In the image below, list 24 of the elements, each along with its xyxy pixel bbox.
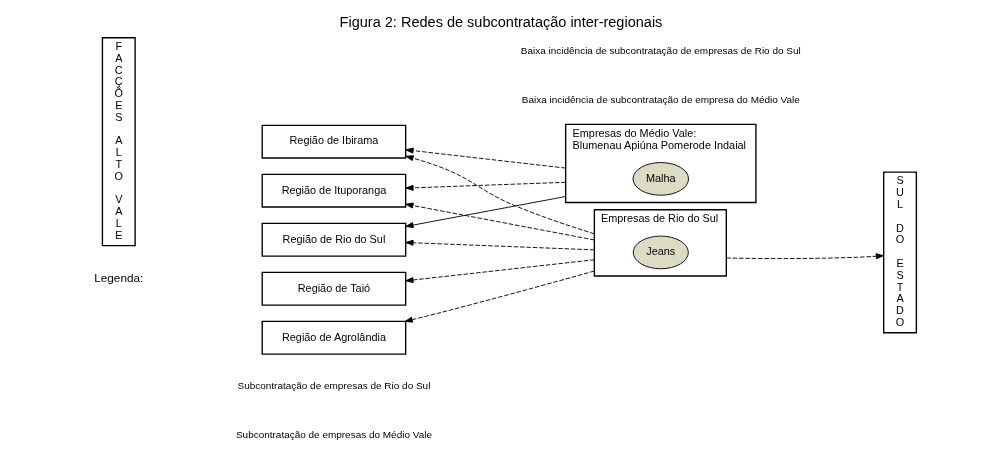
node-box: Região de Rio do Sul bbox=[261, 222, 407, 257]
arrow bbox=[405, 155, 595, 235]
legend-label: Baixa incidência de subcontratação de empresa do Médio Vale bbox=[521, 94, 800, 106]
arrow bbox=[405, 239, 595, 251]
node-box: Região de Agrolândia bbox=[261, 320, 407, 355]
diagram-title: Figura 2: Redes de subcontratação inter-regionais bbox=[339, 14, 663, 31]
node-box: FACÇÕES ALTO VALE bbox=[101, 37, 136, 247]
legend-label: Baixa incidência de subcontratação de empresas de Rio do Sul bbox=[520, 45, 801, 57]
node-box: Região de Ibirama bbox=[261, 124, 407, 159]
arrow bbox=[405, 147, 567, 169]
label: Legenda: bbox=[94, 270, 144, 285]
arrow bbox=[404, 270, 595, 323]
arrow bbox=[405, 181, 567, 191]
node-ellipse: Malha bbox=[632, 162, 689, 196]
node-box: SUL DO ESTADO bbox=[883, 171, 918, 334]
arrow bbox=[725, 253, 884, 260]
arrow bbox=[405, 259, 595, 283]
legend-label: Subcontratação de empresas do Médio Vale bbox=[235, 429, 432, 441]
legend-label: Subcontratação de empresas de Rio do Sul bbox=[237, 380, 431, 392]
node-ellipse: Jeans bbox=[632, 235, 689, 270]
arrow bbox=[405, 196, 567, 229]
arrow bbox=[405, 202, 595, 241]
node-box: Região de Taió bbox=[261, 271, 407, 306]
node-box: Região de Ituporanga bbox=[261, 173, 407, 208]
